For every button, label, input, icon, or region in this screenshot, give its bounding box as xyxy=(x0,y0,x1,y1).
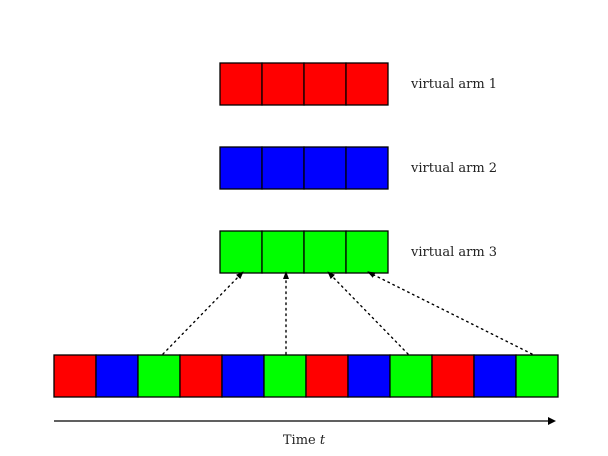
sequence-cell xyxy=(347,354,391,398)
virtual-arm-1-cell xyxy=(219,62,263,106)
virtual-arm-3-cell xyxy=(261,230,305,274)
virtual-arm-2-cell xyxy=(345,146,389,190)
sequence-cell xyxy=(305,354,349,398)
dotted-arrows xyxy=(162,271,533,355)
virtual-arm-2: virtual arm 2 xyxy=(219,146,497,190)
time-axis: Time t xyxy=(54,417,556,448)
sequence-cell xyxy=(137,354,181,398)
sequence-cell xyxy=(389,354,433,398)
time-axis-label-prefix: Time xyxy=(283,433,320,448)
sequence-cell xyxy=(431,354,475,398)
sequence-cell xyxy=(95,354,139,398)
virtual-arm-2-cell xyxy=(303,146,347,190)
virtual-arm-3-cell xyxy=(219,230,263,274)
time-axis-label: Time t xyxy=(283,433,326,448)
virtual-arm-1-cell xyxy=(345,62,389,106)
sequence-cell xyxy=(221,354,265,398)
sequence-cell xyxy=(53,354,97,398)
virtual-arm-1-cell xyxy=(261,62,305,106)
sequence-cell xyxy=(179,354,223,398)
sequence-cell xyxy=(473,354,517,398)
virtual-arm-1-cell xyxy=(303,62,347,106)
sequence-cell xyxy=(515,354,559,398)
virtual-arm-3-cell xyxy=(303,230,347,274)
virtual-arm-3: virtual arm 3 xyxy=(219,230,497,274)
dotted-arrow xyxy=(327,271,409,355)
virtual-arm-2-cell xyxy=(261,146,305,190)
pull-sequence xyxy=(53,354,559,398)
time-axis-label-var: t xyxy=(320,433,326,448)
time-axis-arrowhead xyxy=(548,417,556,425)
dotted-arrow xyxy=(367,271,533,355)
sequence-cell xyxy=(263,354,307,398)
virtual-arm-2-cell xyxy=(219,146,263,190)
virtual-arm-1: virtual arm 1 xyxy=(219,62,497,106)
dotted-arrow xyxy=(162,271,244,355)
virtual-arm-3-cell xyxy=(345,230,389,274)
virtual-arm-2-label: virtual arm 2 xyxy=(410,161,497,176)
virtual-arms: virtual arm 1 virtual arm 2 virtual arm 3 xyxy=(219,62,497,274)
virtual-arm-3-label: virtual arm 3 xyxy=(410,245,497,260)
virtual-arm-1-label: virtual arm 1 xyxy=(410,77,497,92)
